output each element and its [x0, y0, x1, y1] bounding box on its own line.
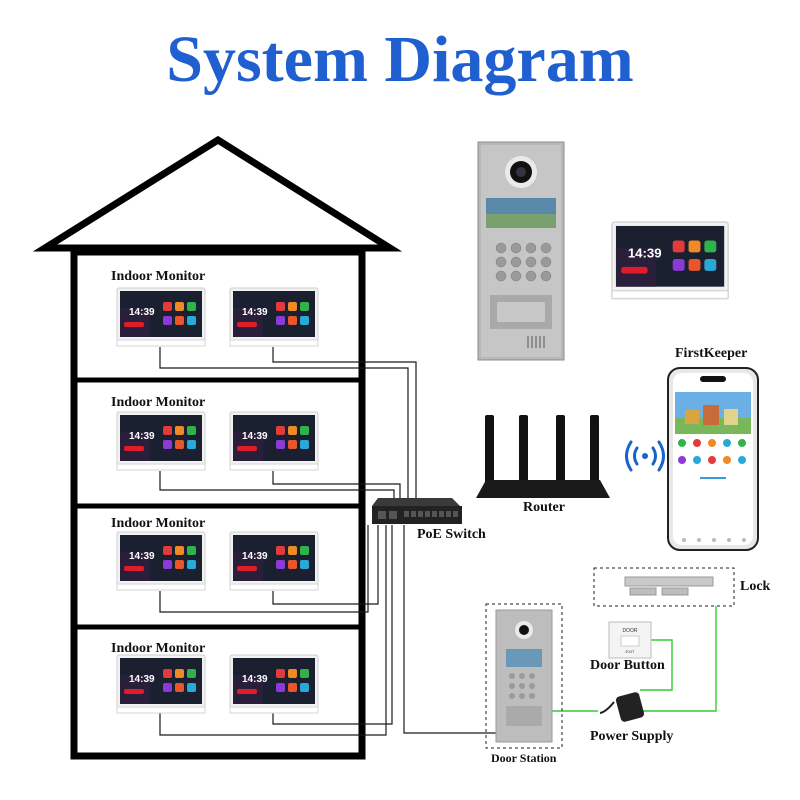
door-station-icon	[477, 141, 565, 361]
power-wiring	[550, 606, 717, 712]
monitor-icon: 14:39 14:39 14:39 14:39 14:39 14:39 14:3…	[116, 287, 319, 714]
power-supply-icon	[599, 692, 645, 722]
firstkeeper-label: FirstKeeper	[675, 346, 748, 361]
router-icon	[476, 415, 610, 498]
lock-label: Lock	[740, 579, 771, 594]
svg-text:14:39: 14:39	[129, 307, 155, 318]
indoor-monitor-label: Indoor Monitor	[111, 395, 206, 410]
svg-text:14:39: 14:39	[129, 431, 155, 442]
house-icon	[32, 135, 403, 760]
svg-text:14:39: 14:39	[242, 307, 268, 318]
power-supply-label: Power Supply	[590, 729, 674, 744]
svg-text:14:39: 14:39	[129, 551, 155, 562]
svg-text:14:39: 14:39	[628, 246, 662, 261]
diagram-title: System Diagram	[166, 23, 634, 96]
svg-text:14:39: 14:39	[242, 431, 268, 442]
svg-text:EXIT: EXIT	[626, 649, 635, 654]
svg-text:14:39: 14:39	[242, 551, 268, 562]
lock-icon	[593, 567, 735, 607]
poe-switch-icon	[372, 498, 462, 524]
indoor-monitor-label: Indoor Monitor	[111, 516, 206, 531]
indoor-monitor-label: Indoor Monitor	[111, 641, 206, 656]
smartphone-icon	[667, 367, 759, 551]
door-station-label: Door Station	[491, 751, 557, 765]
svg-text:14:39: 14:39	[129, 674, 155, 685]
door-station-icon	[485, 603, 563, 749]
monitor-icon: 14:39	[611, 221, 729, 300]
door-button-label: Door Button	[590, 658, 665, 673]
wifi-signal-icon	[625, 440, 665, 472]
router-label: Router	[523, 500, 565, 515]
indoor-monitor-label: Indoor Monitor	[111, 269, 206, 284]
svg-text:DOOR: DOOR	[623, 628, 638, 634]
poe-switch-label: PoE Switch	[417, 527, 486, 542]
svg-text:14:39: 14:39	[242, 674, 268, 685]
door-button-icon: DOOR EXIT	[608, 621, 652, 659]
network-wiring	[159, 347, 496, 736]
